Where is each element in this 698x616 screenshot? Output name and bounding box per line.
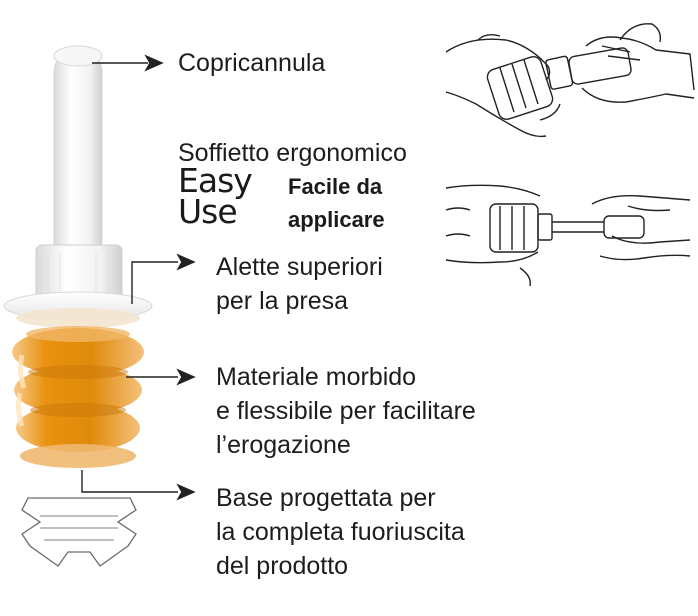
- base-outline: [22, 498, 136, 566]
- label-facile-applicare: Facile da applicare: [288, 170, 385, 236]
- instruction-sketch-apply: [446, 185, 690, 286]
- label-copricannula: Copricannula: [178, 46, 325, 80]
- materiale-line-3: l’erogazione: [216, 428, 476, 462]
- facile-line-1: Facile da: [288, 170, 385, 203]
- alette-line-2: per la presa: [216, 284, 383, 318]
- base-line-2: la completa fuoriuscita: [216, 515, 465, 549]
- instruction-sketch-remove-cap: [446, 24, 694, 137]
- base-line-1: Base progettata per: [216, 481, 465, 515]
- cannula-cover: [54, 46, 102, 262]
- alette-line-1: Alette superiori: [216, 250, 383, 284]
- materiale-line-1: Materiale morbido: [216, 360, 476, 394]
- base-line-3: del prodotto: [216, 549, 465, 583]
- label-materiale: Materiale morbido e flessibile per facil…: [216, 360, 476, 462]
- easy-use-logo: Easy Use: [178, 165, 252, 227]
- materiale-line-2: e flessibile per facilitare: [216, 394, 476, 428]
- label-base: Base progettata per la completa fuoriusc…: [216, 481, 465, 583]
- facile-line-2: applicare: [288, 203, 385, 236]
- label-alette: Alette superiori per la presa: [216, 250, 383, 318]
- bellows: [12, 326, 144, 468]
- logo-line-2: Use: [178, 196, 252, 227]
